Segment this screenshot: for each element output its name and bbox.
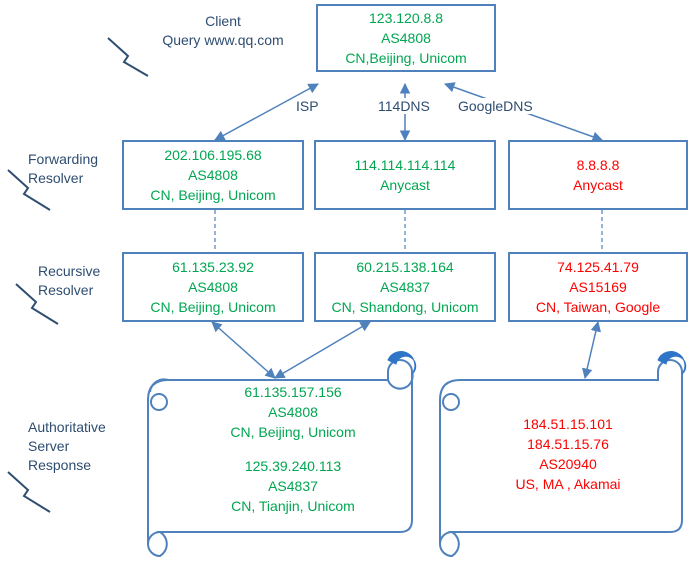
recursive-asn: AS4808 <box>188 279 238 295</box>
client-location: CN,Beijing, Unicom <box>345 50 467 66</box>
recursive-box-isp: 61.135.23.92 AS4808 CN, Beijing, Unicom <box>122 252 304 322</box>
auth-right-ip1: 184.51.15.101 <box>523 416 613 432</box>
recursive-ip: 61.135.23.92 <box>172 259 254 275</box>
auth-entry2-location: CN, Tianjin, Unicom <box>231 498 355 514</box>
forwarding-zigzag-icon <box>7 169 51 211</box>
recursive-zigzag-icon <box>15 283 59 325</box>
authoritative-server-label: Authoritative Server Response <box>28 418 106 475</box>
forwarding-ip: 202.106.195.68 <box>164 147 262 163</box>
client-asn: AS4808 <box>381 30 431 46</box>
recursive-asn: AS4837 <box>380 279 430 295</box>
recursive-box-114dns: 60.215.138.164 AS4837 CN, Shandong, Unic… <box>314 252 496 322</box>
forwarding-box-googledns: 8.8.8.8 Anycast <box>508 140 688 210</box>
auth-entry1-asn: AS4808 <box>268 404 318 420</box>
authoritative-label-line1: Authoritative <box>28 419 106 435</box>
isp-edge-label: ISP <box>294 98 321 114</box>
forwarding-asn: AS4808 <box>188 167 238 183</box>
authoritative-right-content: 184.51.15.101 184.51.15.76 AS20940 US, M… <box>466 414 670 494</box>
client-label-query: Query www.qq.com <box>162 32 284 48</box>
recursive-auth-arrow-1 <box>211 321 276 379</box>
auth-entry1-location: CN, Beijing, Unicom <box>230 424 356 440</box>
recursive-resolver-label: Recursive Resolver <box>38 262 100 300</box>
googledns-edge-label: GoogleDNS <box>456 98 535 114</box>
forwarding-box-isp: 202.106.195.68 AS4808 CN, Beijing, Unico… <box>122 140 304 210</box>
client-label-title: Client <box>205 13 241 29</box>
forwarding-label-line2: Resolver <box>28 170 84 186</box>
forwarding-ip: 8.8.8.8 <box>576 157 620 173</box>
recursive-location: CN, Taiwan, Google <box>535 299 661 315</box>
recursive-ip: 60.215.138.164 <box>356 259 454 275</box>
scroll-curl-left-icon <box>387 351 417 375</box>
recursive-location: CN, Shandong, Unicom <box>331 299 479 315</box>
client-ip: 123.120.8.8 <box>369 10 443 26</box>
client-box: 123.120.8.8 AS4808 CN,Beijing, Unicom <box>316 4 496 72</box>
forwarding-resolver-label: Forwarding Resolver <box>28 150 98 188</box>
authoritative-zigzag-icon <box>7 471 51 513</box>
recursive-asn: AS15169 <box>569 279 627 295</box>
authoritative-left-content: 61.135.157.156 AS4808 CN, Beijing, Unico… <box>178 382 408 516</box>
isp-arrow <box>214 83 319 141</box>
authoritative-label-line2: Server <box>28 438 70 454</box>
auth-right-ip2: 184.51.15.76 <box>527 436 609 452</box>
forwarding-ip: 114.114.114.114 <box>354 157 456 173</box>
forwarding-location: CN, Beijing, Unicom <box>150 187 276 203</box>
recursive-label-line1: Recursive <box>38 263 101 279</box>
recursive-ip: 74.125.41.79 <box>557 259 639 275</box>
recursive-auth-arrow-3 <box>582 320 601 380</box>
authoritative-scroll-right <box>439 358 683 558</box>
forwarding-label-line1: Forwarding <box>28 151 99 167</box>
recursive-auth-arrow-2 <box>274 321 371 379</box>
auth-right-asn: AS20940 <box>539 456 597 472</box>
auth-right-location: US, MA , Akamai <box>515 476 621 492</box>
forwarding-asn: Anycast <box>573 177 623 193</box>
client-label: Client Query www.qq.com <box>148 12 298 50</box>
dns114-edge-label: 114DNS <box>376 98 432 114</box>
auth-entry1-ip: 61.135.157.156 <box>244 384 342 400</box>
forwarding-asn: Anycast <box>380 177 430 193</box>
recursive-box-googledns: 74.125.41.79 AS15169 CN, Taiwan, Google <box>508 252 688 322</box>
auth-entry2-ip: 125.39.240.113 <box>244 458 342 474</box>
auth-entry2-asn: AS4837 <box>268 478 318 494</box>
authoritative-scroll-left <box>147 358 414 558</box>
recursive-label-line2: Resolver <box>38 282 94 298</box>
forwarding-box-114dns: 114.114.114.114 Anycast <box>314 140 496 210</box>
scroll-curl-right-icon <box>657 351 687 375</box>
authoritative-label-line3: Response <box>28 457 92 473</box>
recursive-location: CN, Beijing, Unicom <box>150 299 276 315</box>
client-zigzag-icon <box>107 37 149 77</box>
